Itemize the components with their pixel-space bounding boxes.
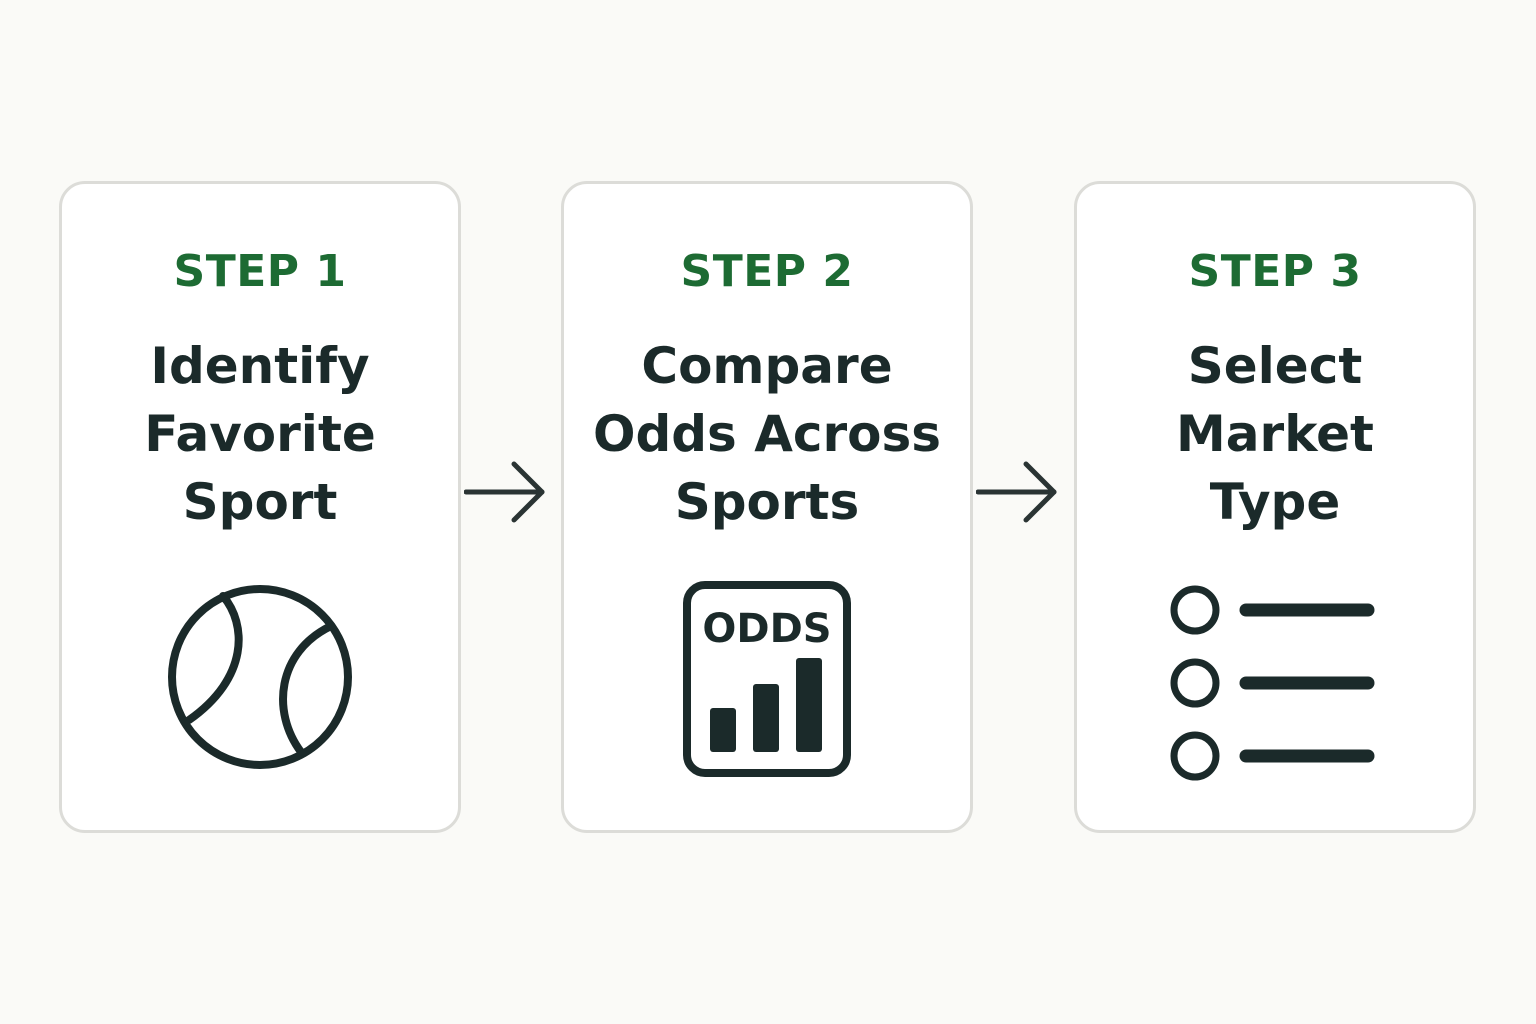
- step-label: STEP 3: [1188, 246, 1362, 297]
- radio-circle-icon: [1170, 731, 1220, 781]
- radio-circle-icon: [1170, 585, 1220, 635]
- arrow-right-icon: [464, 461, 545, 523]
- step-title-line: Select: [1187, 337, 1363, 395]
- step-title: Select Market Type: [1077, 332, 1473, 536]
- odds-bar: [796, 658, 822, 752]
- step-label: STEP 1: [173, 246, 347, 297]
- step-title: Compare Odds Across Sports: [564, 332, 970, 536]
- step-title-line: Identify: [150, 337, 370, 395]
- radio-circle-icon: [1170, 658, 1220, 708]
- step-title-line: Favorite: [144, 405, 376, 463]
- step-card-1: STEP 1 Identify Favorite Sport: [59, 181, 461, 833]
- odds-chart-icon: ODDS: [683, 581, 851, 777]
- odds-bar: [710, 708, 736, 752]
- step-title-line: Type: [1209, 473, 1341, 531]
- step-title-line: Compare: [641, 337, 893, 395]
- tennis-ball-icon: [168, 585, 352, 769]
- step-label: STEP 2: [680, 246, 854, 297]
- step-card-3: STEP 3 Select Market Type: [1074, 181, 1476, 833]
- arrow-right-icon: [976, 461, 1057, 523]
- radio-list-icon: [1170, 585, 1375, 781]
- step-title-line: Market: [1176, 405, 1374, 463]
- step-title-line: Odds Across: [592, 405, 942, 463]
- step-title: Identify Favorite Sport: [62, 332, 458, 536]
- odds-label: ODDS: [702, 606, 831, 652]
- step-card-2: STEP 2 Compare Odds Across Sports ODDS: [561, 181, 973, 833]
- odds-bar: [753, 684, 779, 752]
- step-title-line: Sport: [182, 473, 338, 531]
- step-title-line: Sports: [674, 473, 860, 531]
